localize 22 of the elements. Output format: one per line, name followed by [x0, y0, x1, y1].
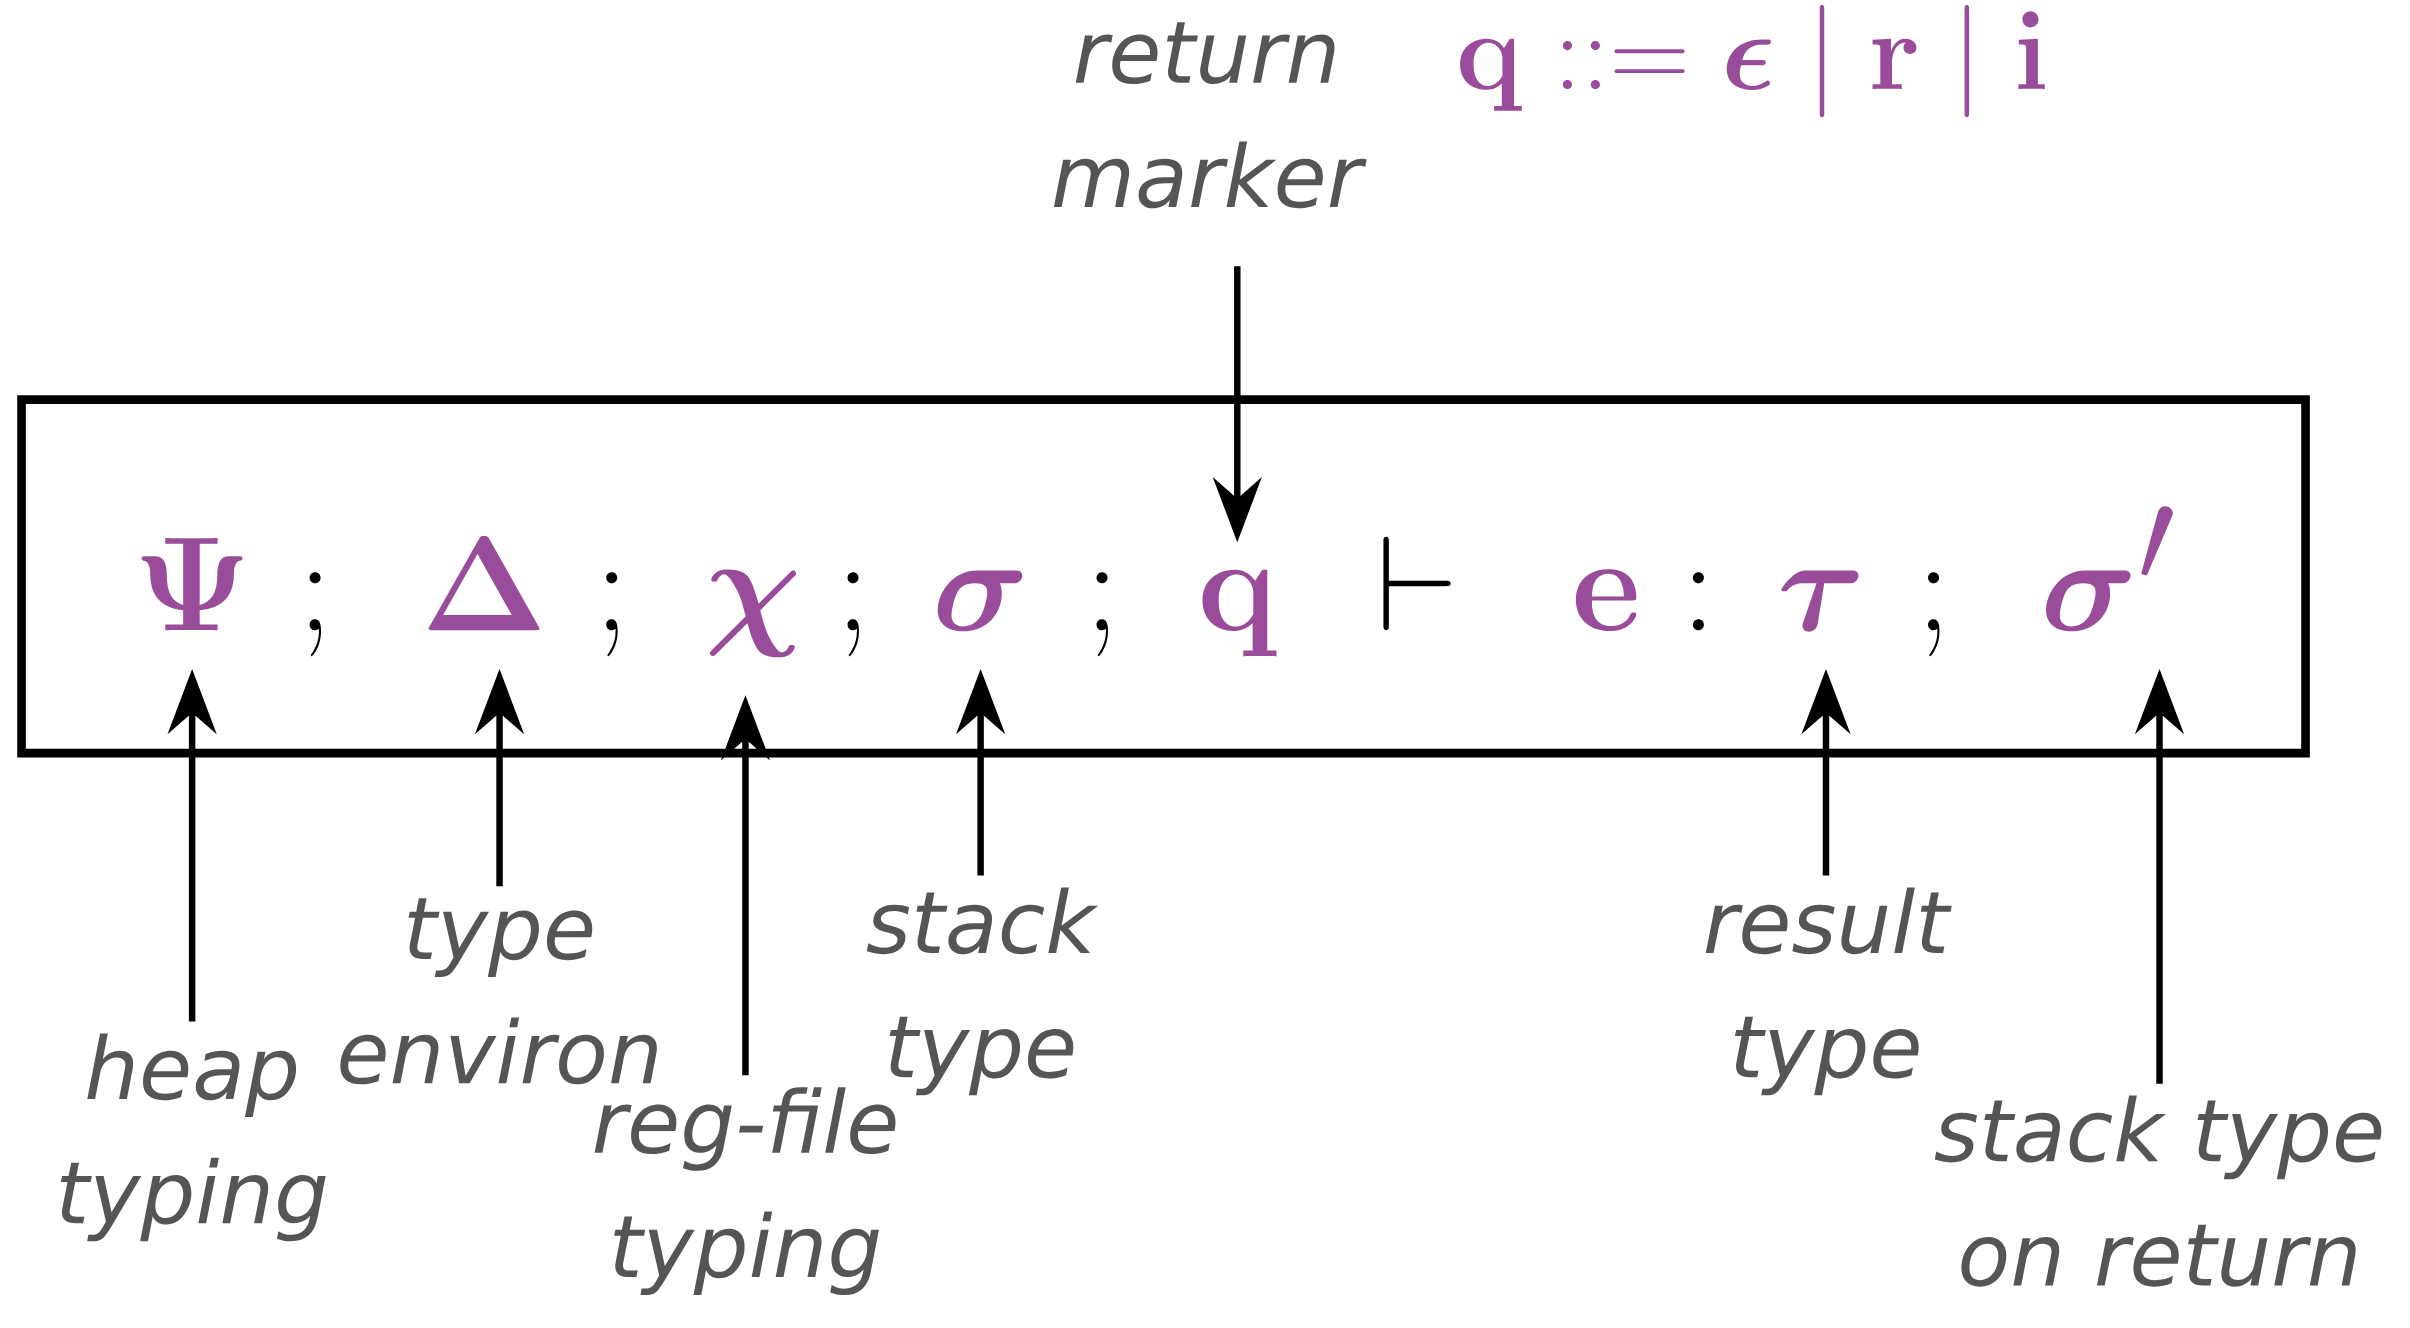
math-symbol: $\boldsymbol{\sigma}'$: [2046, 506, 2173, 632]
math-symbol: $\boldsymbol{\Delta}$: [428, 536, 540, 631]
math-separator: $;$: [309, 572, 322, 657]
math-separator: $\vdash$: [1383, 536, 1451, 631]
math-symbol: $\mathbf{e}$: [1575, 569, 1637, 631]
annotation-label: stack type on return: [1934, 1095, 2382, 1287]
math-symbol: $\mathbf{q}$: [1202, 569, 1277, 657]
math-separator: $;$: [1928, 572, 1940, 657]
annotation-label: type environ: [340, 898, 657, 1085]
grammar-formula: $\mathbf{q} ::= \boldsymbol{\epsilon} \mid \mathbf{r} \mid \mathbf{i}$: [1460, 5, 2045, 118]
math-symbol: $\boldsymbol{\tau}$: [1781, 570, 1859, 632]
math-symbol: $\boldsymbol{\sigma}$: [937, 570, 1023, 632]
math-separator: $;$: [847, 572, 859, 657]
annotation-label: result type: [1705, 887, 1952, 1096]
math-symbol: $\boldsymbol{\chi}$: [709, 569, 797, 658]
math-separator: $:$: [1692, 572, 1704, 631]
math-separator: $;$: [1096, 572, 1108, 657]
annotation-label: return marker: [1053, 22, 1367, 209]
formula-box: [17, 395, 2310, 758]
annotation-label: heap typing: [60, 1033, 326, 1242]
math-symbol: $\boldsymbol{\Psi}$: [141, 538, 243, 631]
math-separator: $;$: [606, 572, 618, 657]
